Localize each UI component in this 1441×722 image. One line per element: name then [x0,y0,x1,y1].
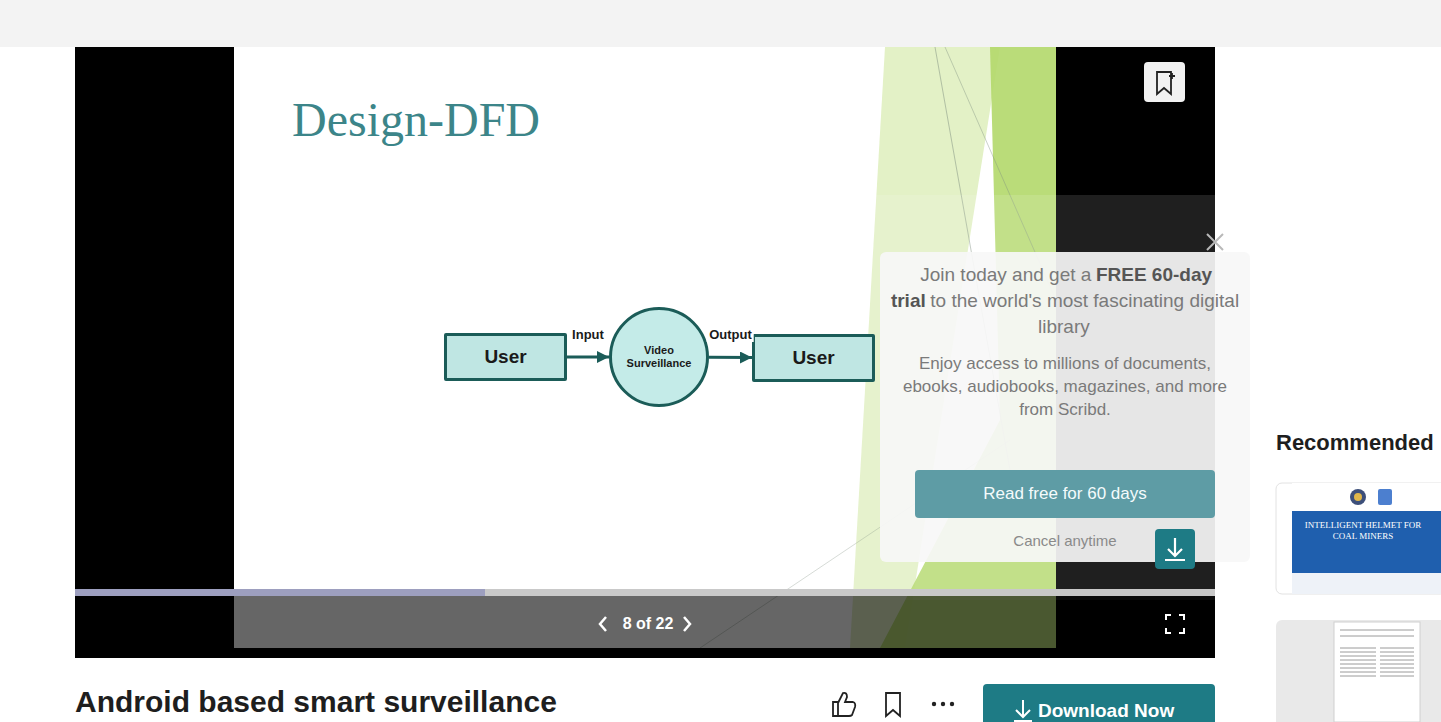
like-icon [833,693,855,716]
fullscreen-icon [1166,615,1184,633]
thumb-top [1292,483,1441,511]
thumb-logo [1350,489,1366,505]
more-dot [950,702,954,706]
top-band [0,0,1441,47]
modal-button-text: Read free for 60 days [915,483,1215,505]
modal-heading: Join today and get aFREE 60-day trialto … [890,262,1240,340]
modal-cancel: Cancel anytime [890,532,1240,550]
more-dot [941,702,945,706]
modal-heading-part: Join today and get a [920,264,1091,285]
modal-content-ground [880,252,1250,562]
progress-track [75,589,1215,596]
data-flow-arrow [567,356,609,359]
document-title: Android based smart surveillance [75,685,815,719]
close-icon [1207,234,1223,250]
thumb-logo [1378,489,1392,505]
process-circle: Video Surveillance [609,307,709,407]
thumb-bottom [1292,573,1441,594]
download-now-button [983,684,1215,722]
entity-label: User [484,346,526,369]
modal-panel [510,195,1260,600]
flow-label: Output [707,327,754,342]
data-flow-arrow [709,356,752,359]
flow-label: Input [570,327,606,342]
page-counter: 8 of 22 [618,614,678,634]
more-dot [932,702,936,706]
thumb-page [1334,622,1420,722]
section-heading: Recommended [1276,429,1438,457]
circle-shape [611,309,708,406]
download-icon [1165,538,1185,560]
thumb-band [1292,511,1441,573]
prev-chevron [600,617,606,631]
process-label: Video Surveillance [622,344,696,369]
entity-label: User [792,347,834,370]
bookmark-button [1144,62,1185,102]
next-chevron [684,617,690,631]
thumbnail-title: INTELLIGENT HELMET FOR COAL MINERS [1294,520,1432,542]
thumb-logo [1354,493,1362,501]
progress-fill [75,589,485,596]
recommended-card [1276,620,1441,722]
modal-heading-part: to the world's most fascinating digital … [930,290,1239,337]
slide-title: Design-DFD [292,92,540,147]
entity-box: User [444,333,567,381]
entity-box: User [752,334,875,382]
download-now-icon [1014,700,1032,721]
control-bar-bottom [75,648,1215,658]
thumb-lines [1340,630,1414,676]
recommended-card [1276,483,1441,594]
modal-button [915,470,1215,518]
download-button [1155,529,1195,569]
modal-body: Enjoy access to millions of documents, e… [890,352,1240,421]
save-icon [886,693,900,716]
bookmark-icon [1157,72,1175,94]
control-bar [75,596,1215,648]
download-now-text: Download Now [1038,700,1210,722]
